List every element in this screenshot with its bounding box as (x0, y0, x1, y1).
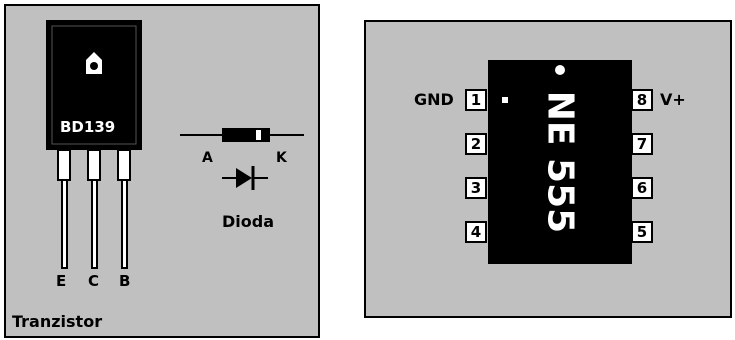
transistor-caption: Tranzistor (12, 312, 103, 331)
transistor-pin-e-label: E (56, 272, 67, 290)
transistor-pin-b-label: B (119, 272, 131, 290)
transistor-case (46, 20, 142, 150)
vcc-label: V+ (660, 90, 686, 109)
gnd-label: GND (414, 90, 454, 109)
ic-notch-dot (555, 65, 565, 75)
diode-cathode-label: K (276, 150, 287, 166)
transistor-legs (57, 149, 131, 269)
transistor-body (46, 20, 142, 150)
ic-pin-4-label: 4 (470, 223, 482, 241)
ic-pin-3 (465, 177, 487, 199)
ic-pin-8 (631, 89, 653, 111)
ic-pin-2-label: 2 (470, 135, 482, 153)
ic-pin-7-label: 7 (636, 135, 648, 153)
ic-body (488, 60, 632, 264)
ic-pins (465, 89, 653, 243)
ic-pin-6-label: 6 (636, 179, 648, 197)
ic-pin-2 (465, 133, 487, 155)
ic-name-label: NE 555 (540, 91, 581, 233)
transistor-model-label: BD139 (60, 118, 116, 136)
transistor-pin-c-label: C (88, 272, 100, 290)
diode-symbol-icon (222, 166, 268, 190)
diode-anode-label: A (202, 150, 213, 166)
transistor-leg-e (57, 149, 71, 269)
diode-package (180, 128, 304, 142)
ic-pin-5 (631, 221, 653, 243)
ic-pin-1 (465, 89, 487, 111)
ic-pin-8-label: 8 (636, 91, 648, 109)
ic-pin-1-label: 1 (470, 91, 482, 109)
ic-pin-5-label: 5 (636, 223, 648, 241)
diode-caption: Dioda (222, 212, 275, 231)
pin1-marker (502, 97, 508, 103)
ic-pin-4 (465, 221, 487, 243)
ic-pin-3-label: 3 (470, 179, 482, 197)
ic-pin-6 (631, 177, 653, 199)
mounting-hole-icon (86, 52, 102, 74)
ic-pin-7 (631, 133, 653, 155)
transistor-case-bevel (51, 25, 137, 145)
transistor-leg-b (117, 149, 131, 269)
transistor-leg-c (87, 149, 101, 269)
